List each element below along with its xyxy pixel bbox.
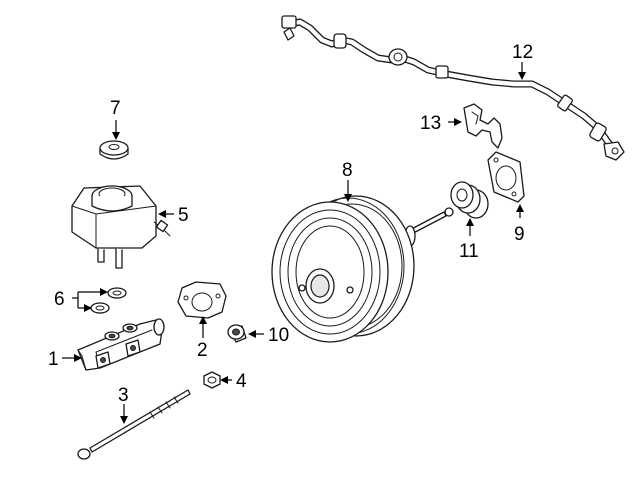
reservoir-cap-part [99, 140, 129, 160]
callout-13: 13 [420, 113, 441, 134]
fluid-reservoir-part [71, 185, 171, 269]
reservoir-seals-part [90, 287, 127, 314]
brake-booster-part [271, 195, 454, 343]
booster-gasket-part [487, 151, 525, 203]
callout-12: 12 [512, 42, 533, 63]
bushing-part [227, 324, 247, 343]
callout-2: 2 [197, 340, 208, 361]
callout-6: 6 [54, 289, 65, 310]
callout-7: 7 [110, 98, 121, 119]
callout-3: 3 [118, 385, 129, 406]
hose-clip-part [463, 103, 503, 149]
callout-1: 1 [48, 349, 59, 370]
callout-labels: 1 2 3 4 5 6 7 8 9 10 11 12 13 [48, 42, 533, 406]
callout-5: 5 [178, 205, 189, 226]
booster-boot-part [450, 181, 489, 219]
master-cylinder-part [77, 318, 165, 371]
callout-10: 10 [268, 325, 289, 346]
nut-part [203, 371, 221, 389]
bolt-part [77, 389, 191, 460]
callout-9: 9 [514, 224, 525, 245]
vacuum-hose-part [281, 15, 625, 161]
callout-leaders [62, 62, 526, 424]
callout-11: 11 [459, 241, 479, 262]
callout-4: 4 [236, 371, 247, 392]
master-cylinder-gasket-part [177, 281, 227, 319]
callout-8: 8 [342, 160, 353, 181]
